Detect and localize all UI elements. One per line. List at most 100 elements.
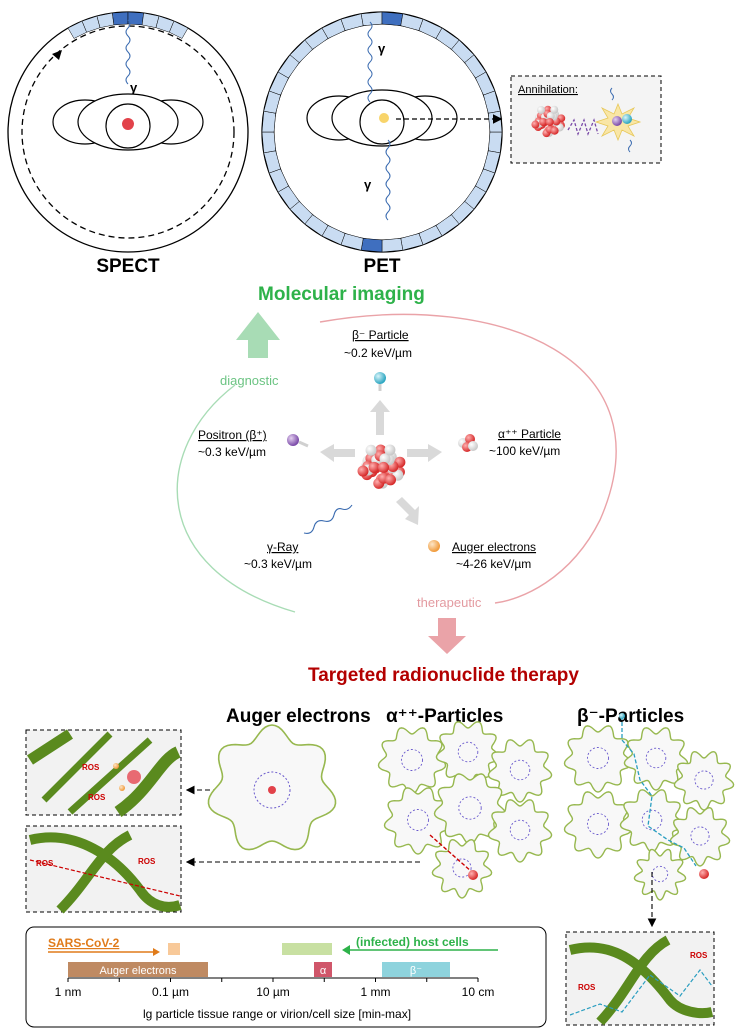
ros-label: ROS: [82, 763, 100, 772]
dna-inset-auger: ROS ROS: [25, 729, 182, 817]
cell-nucleus: [587, 813, 609, 835]
nucleon: [384, 444, 396, 456]
spect-detector-arc: [67, 11, 189, 39]
target-cell: [487, 799, 553, 863]
gamma-label-up: γ: [378, 41, 386, 56]
beta-minus-let: ~0.2 keV/µm: [344, 346, 412, 360]
nucleon: [550, 126, 559, 135]
ros-label: ROS: [88, 793, 106, 802]
cell-nucleus: [641, 809, 663, 831]
emission-arrows: [320, 400, 442, 525]
cell-nucleus: [452, 858, 472, 878]
annihilation-label: Annihilation:: [518, 84, 578, 96]
therapeutic-arc: [319, 313, 617, 604]
diagnostic-arrow-icon: [236, 312, 280, 358]
nucleon: [378, 461, 390, 473]
ros-label: ROS: [138, 857, 156, 866]
annihilation-inset: Annihilation:: [510, 75, 662, 164]
alpha-name: α⁺⁺ Particle: [498, 427, 561, 441]
detector-segment: [360, 238, 383, 253]
spect-scanner: γ SPECT: [7, 11, 249, 277]
col-auger-title: Auger electrons: [226, 706, 371, 727]
nucleon: [368, 461, 380, 473]
target-cell: [487, 739, 553, 803]
pet-label: PET: [364, 256, 401, 277]
nucleon: [539, 117, 548, 126]
nucleon: [537, 105, 546, 114]
cell-nucleus: [407, 809, 429, 831]
nucleon: [365, 444, 377, 456]
beta-range-bar: [382, 962, 450, 977]
axis-tick-label: 1 nm: [55, 985, 82, 999]
detector-segment: [169, 20, 189, 39]
nucleon: [357, 465, 369, 477]
cell-nucleus: [253, 771, 291, 809]
host-cell-bar: [282, 943, 332, 955]
auger-electron-icon: [428, 540, 440, 552]
target-cell: [431, 838, 493, 899]
beta-minus-icon: [374, 372, 386, 384]
alpha-let: ~100 keV/µm: [489, 444, 560, 458]
alpha-particle-icon: [458, 434, 478, 452]
mouse-body-pet: [306, 89, 458, 147]
auger-name: Auger electrons: [452, 540, 536, 554]
nucleus-icon: [122, 118, 134, 130]
detector-segment: [488, 110, 503, 133]
col-beta-title: β⁻-Particles: [577, 706, 684, 727]
detector-segment: [261, 110, 276, 133]
gamma-ray-let: ~0.3 keV/µm: [244, 557, 312, 571]
beta-minus-name: β⁻ Particle: [352, 328, 409, 342]
auger-let: ~4-26 keV/µm: [456, 557, 531, 571]
cell-nucleus: [457, 741, 479, 763]
target-cell: [623, 727, 689, 791]
target-cell: [377, 727, 447, 795]
cell-nucleus: [509, 759, 531, 781]
radionuclide-nucleus: [357, 444, 406, 489]
nucleon: [531, 120, 540, 129]
spect-label: SPECT: [96, 256, 160, 277]
cell-nucleus: [401, 749, 423, 771]
diagnostic-arc: [176, 384, 296, 613]
col-alpha-title: α⁺⁺-Particles: [386, 706, 503, 727]
detector-segment: [488, 131, 503, 154]
target-cell: [433, 773, 507, 845]
positron-icon: [287, 434, 299, 446]
nucleon: [550, 105, 559, 114]
nucleon: [545, 117, 554, 126]
axis-tick-label: 10 cm: [462, 985, 495, 999]
mouse-body-spect: [52, 93, 204, 151]
positron-let: ~0.3 keV/µm: [198, 445, 266, 459]
gamma-ray-wave: [303, 504, 353, 534]
nucleon: [546, 111, 555, 120]
gamma-wave: [125, 19, 131, 85]
alpha-cell-cluster: [377, 721, 553, 899]
therapy-title: Targeted radionuclide therapy: [308, 665, 579, 686]
detector-segment: [381, 238, 404, 253]
dna-inset-beta: ROS ROS: [565, 931, 715, 1026]
axis-tick-label: 10 µm: [256, 985, 290, 999]
target-cell: [619, 789, 685, 853]
axis-tick-label: 1 mm: [361, 985, 391, 999]
target-cell: [383, 787, 453, 855]
target-cell: [563, 725, 633, 793]
ros-label: ROS: [690, 951, 708, 960]
target-cell: [633, 848, 687, 901]
pet-detector-ring: [261, 11, 503, 253]
ros-label: ROS: [36, 859, 54, 868]
target-cell: [669, 806, 731, 867]
target-cell: [673, 750, 735, 811]
range-chart: SARS-CoV-2 (infected) host cells Auger e…: [25, 926, 547, 1028]
alpha-range-bar: [314, 962, 332, 977]
cell-nucleus: [458, 796, 482, 820]
auger-range-bar: [68, 962, 208, 977]
cell-nucleus: [645, 747, 667, 769]
gamma-label-down: γ: [364, 177, 372, 192]
axis-tick-label: 0.1 µm: [152, 985, 189, 999]
cell-nucleus: [690, 826, 710, 846]
detector-segment: [261, 131, 276, 154]
detector-segment: [112, 11, 129, 26]
molecular-imaging-title: Molecular imaging: [258, 284, 425, 305]
gamma-label: γ: [130, 80, 138, 95]
auger-range-label: Auger electrons: [99, 965, 177, 977]
